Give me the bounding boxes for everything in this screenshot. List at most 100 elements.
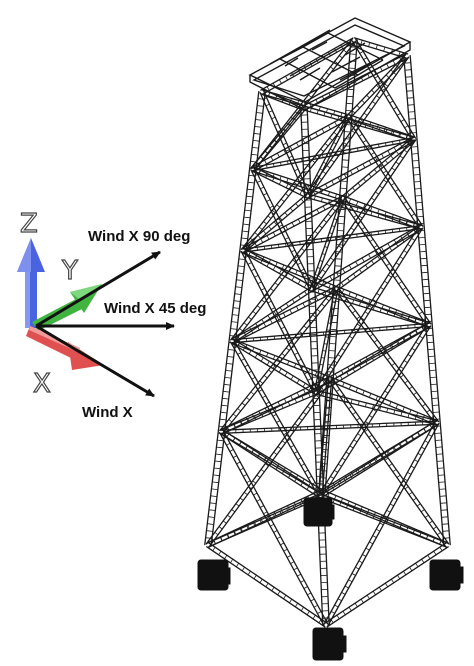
member-tick	[312, 181, 317, 184]
member-tick	[223, 424, 228, 428]
member-tick	[285, 183, 289, 189]
member-tick	[311, 159, 316, 164]
x-brace	[337, 286, 440, 423]
member-tick	[427, 554, 431, 560]
member-tick	[333, 218, 338, 221]
member-tick	[219, 418, 227, 421]
member-tick	[323, 111, 326, 117]
member-tick	[421, 558, 425, 564]
member-tick	[229, 449, 234, 452]
member-tick	[265, 293, 270, 298]
member-tick	[383, 280, 389, 284]
member-tick	[429, 424, 433, 429]
member-tick	[265, 582, 269, 588]
member-tick	[400, 480, 405, 484]
member-tick	[370, 356, 375, 361]
member-tick	[279, 306, 283, 312]
member-tick	[337, 126, 342, 130]
member-tick	[289, 207, 294, 212]
member-tick	[306, 610, 310, 616]
member-tick	[402, 337, 406, 343]
horizontal-member	[251, 114, 349, 168]
member-tick	[348, 67, 356, 69]
member-tick	[356, 207, 359, 212]
member-tick	[344, 117, 347, 122]
member-tick	[330, 308, 335, 311]
member-tick	[285, 149, 291, 152]
member-tick	[404, 380, 409, 384]
member-tick	[252, 480, 257, 484]
member-tick	[324, 143, 329, 147]
member-tick	[416, 503, 421, 507]
member-tick	[250, 153, 259, 156]
member-tick	[331, 225, 336, 228]
member-tick	[260, 517, 264, 523]
member-tick	[415, 341, 420, 345]
member-tick	[414, 414, 417, 420]
member-tick	[381, 304, 384, 310]
member-tick	[407, 233, 411, 238]
plan-diagonal	[312, 198, 345, 291]
member-tick	[245, 243, 250, 247]
member-tick	[285, 302, 289, 308]
member-tick	[282, 312, 286, 318]
member-tick	[273, 511, 277, 517]
member-tick	[248, 250, 251, 256]
member-tick	[285, 434, 290, 438]
member-tick	[330, 257, 335, 261]
member-tick	[417, 452, 422, 456]
member-tick	[379, 164, 383, 169]
member-tick	[327, 364, 335, 366]
member-tick	[300, 498, 304, 504]
member-tick	[288, 123, 293, 127]
member-tick	[297, 294, 302, 300]
member-tick	[374, 457, 378, 462]
member-tick	[281, 352, 286, 357]
member-tick	[326, 155, 331, 158]
member-tick	[270, 307, 276, 310]
member-tick	[306, 405, 312, 410]
member-tick	[233, 423, 237, 429]
member-tick	[269, 523, 275, 527]
member-tick	[341, 457, 346, 461]
member-tick	[344, 585, 350, 589]
member-tick	[391, 378, 397, 382]
member-tick	[405, 438, 409, 444]
member-tick	[255, 322, 259, 328]
member-tick	[437, 474, 445, 476]
member-tick	[259, 380, 264, 384]
member-tick	[338, 478, 342, 484]
member-tick	[355, 470, 359, 476]
member-tick	[425, 535, 429, 540]
horizontal-member	[353, 37, 409, 55]
member-tick	[324, 183, 328, 189]
member-tick	[360, 317, 365, 321]
member-tick	[407, 353, 412, 357]
member-tick	[255, 161, 260, 166]
member-tick	[308, 392, 311, 398]
member-tick	[240, 358, 246, 362]
member-tick	[368, 460, 372, 466]
member-tick	[323, 279, 327, 285]
member-tick	[332, 293, 340, 295]
member-tick	[385, 519, 389, 524]
member-tick	[287, 473, 292, 479]
member-tick	[239, 467, 244, 471]
member-tick	[304, 469, 309, 473]
member-tick	[316, 377, 321, 380]
member-tick	[419, 335, 424, 339]
member-tick	[314, 371, 318, 376]
member-tick	[315, 278, 318, 283]
member-tick	[326, 165, 331, 169]
member-tick	[344, 124, 352, 126]
member-tick	[441, 523, 449, 525]
member-tick	[368, 541, 374, 545]
member-tick	[364, 311, 369, 315]
member-tick	[392, 60, 396, 65]
member-tick	[283, 270, 288, 275]
member-tick	[366, 94, 370, 99]
member-tick	[424, 313, 432, 316]
member-tick	[306, 240, 308, 245]
member-tick	[403, 360, 408, 364]
member-tick	[293, 182, 298, 186]
